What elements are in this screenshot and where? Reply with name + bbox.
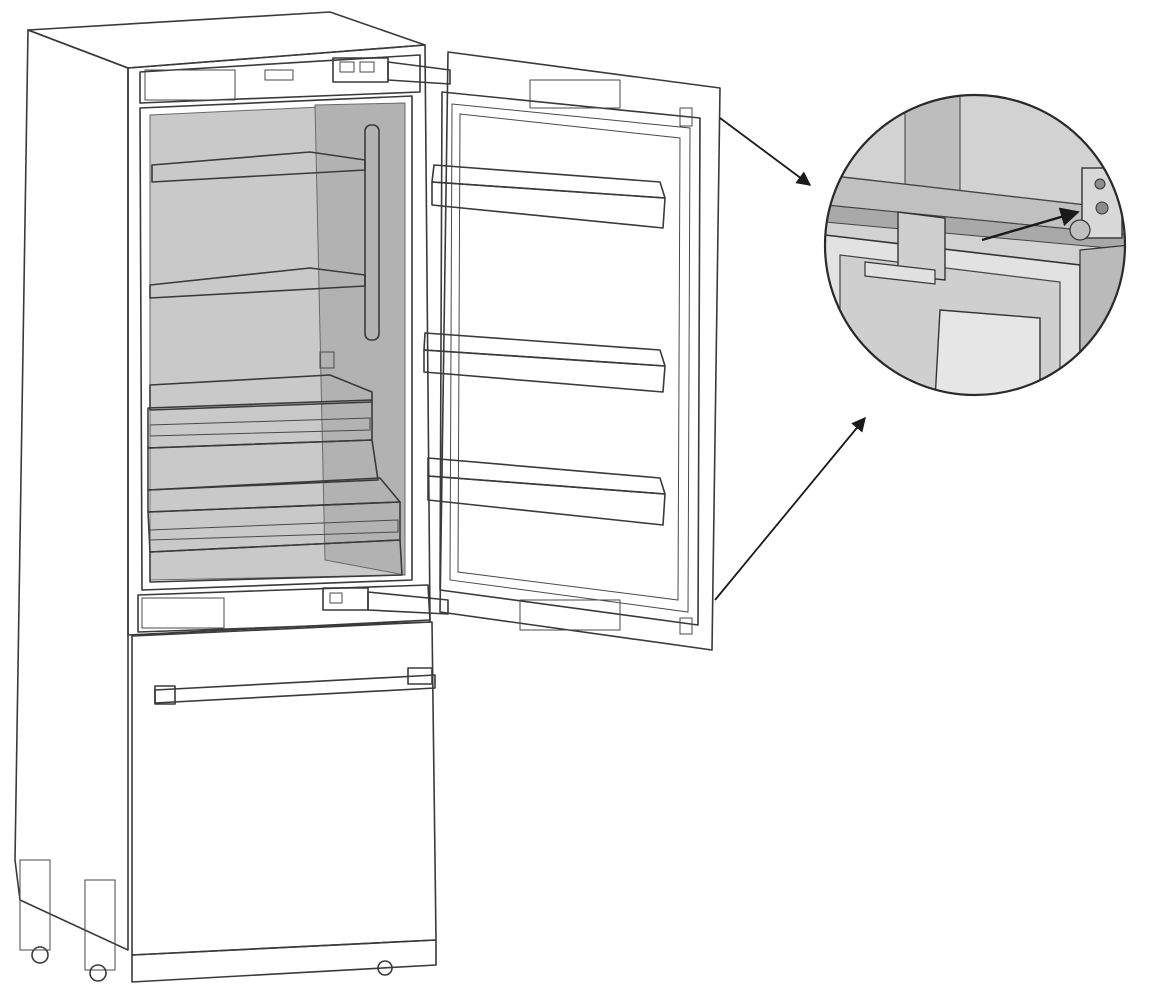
- vent-icon: [319, 351, 335, 369]
- inner-right-wall: [314, 102, 406, 576]
- bottom-hinge: [322, 587, 449, 615]
- door-panel: [439, 51, 721, 651]
- logo-badge: [264, 69, 294, 81]
- shelf-3: [149, 374, 373, 411]
- base-plinth: [131, 939, 437, 983]
- shelf-1: [151, 151, 366, 183]
- refrigerator-cabinet: [14, 11, 451, 983]
- shelf-2: [149, 267, 366, 299]
- divider-strip: [137, 584, 431, 633]
- door-top-cap: [529, 79, 621, 109]
- door-hinge-pin-bottom: [679, 617, 693, 635]
- refrigerator-door: [423, 51, 721, 651]
- door-liner: [439, 91, 701, 626]
- door-bottom-bracket: [519, 599, 621, 631]
- freezer-drawer: [131, 621, 437, 956]
- door-bin-3: [427, 457, 666, 526]
- zoom-callout: [823, 93, 1127, 397]
- light-bar: [364, 124, 380, 341]
- door-bin-1: [431, 164, 666, 229]
- door-gasket: [449, 103, 691, 613]
- fresh-food-opening: [139, 95, 413, 591]
- leader-arrow-top-icon: [719, 117, 812, 186]
- leveling-feet: [19, 859, 393, 982]
- top-hinge: [332, 57, 451, 85]
- crisper-drawer-lower: [147, 477, 403, 583]
- door-hinge-pin-top: [679, 107, 693, 127]
- freezer-handle: [154, 667, 436, 705]
- lower-control-panel: [141, 597, 225, 629]
- crisper-drawer-upper: [147, 399, 379, 491]
- door-bin-2: [423, 332, 666, 393]
- magnifier-circle-icon: [823, 93, 1127, 397]
- control-panel: [144, 69, 236, 101]
- control-strip: [139, 54, 421, 104]
- leader-arrow-bottom-icon: [714, 416, 866, 601]
- cabinet-left-side: [14, 29, 129, 951]
- detail-arrow-icon: [981, 207, 1080, 242]
